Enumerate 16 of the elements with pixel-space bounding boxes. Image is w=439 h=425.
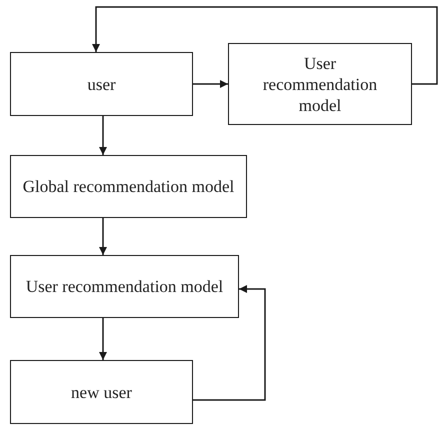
box-label: Global recommendation model (22, 176, 234, 197)
process-box (10, 52, 193, 116)
process-box (10, 255, 239, 318)
process-box (10, 360, 193, 424)
arrow (193, 80, 228, 88)
arrow (99, 318, 107, 360)
box-label: user (87, 74, 116, 94)
arrow (99, 218, 107, 255)
arrow (99, 116, 107, 155)
box-label: new user (71, 382, 132, 402)
arrow (193, 285, 266, 401)
process-box (228, 43, 412, 125)
box-label: User recommendation model (262, 52, 378, 116)
process-box (10, 155, 247, 218)
box-label: User recommendation model (26, 276, 224, 297)
arrow (92, 6, 438, 85)
